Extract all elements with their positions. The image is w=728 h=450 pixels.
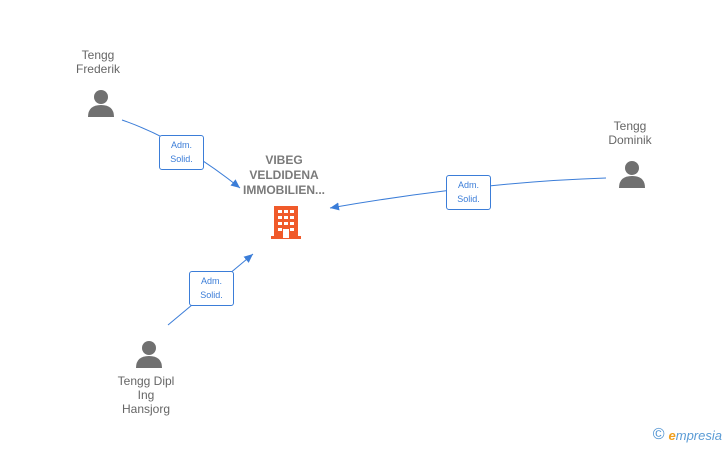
person-node-hansjorg[interactable]: Tengg Dipl Ing Hansjorg: [100, 374, 192, 416]
empresia-credit[interactable]: © empresia: [653, 426, 722, 444]
relation-label-dominik[interactable]: Adm. Solid.: [446, 175, 491, 210]
relation-label-hansjorg[interactable]: Adm. Solid.: [189, 271, 234, 306]
copyright-icon: ©: [652, 426, 665, 443]
person-name: Tengg Dipl Ing Hansjorg: [117, 374, 175, 416]
empresia-logo: empresia: [668, 427, 722, 443]
person-name: Tengg Dominik: [608, 119, 652, 147]
person-icon[interactable]: [134, 340, 164, 368]
building-icon[interactable]: [271, 205, 301, 239]
relation-label-frederik[interactable]: Adm. Solid.: [159, 135, 204, 170]
company-name[interactable]: VIBEG VELDIDENA IMMOBILIEN...: [243, 153, 325, 197]
person-node-frederik[interactable]: Tengg Frederik: [58, 48, 138, 76]
person-name: Tengg Frederik: [75, 48, 120, 76]
person-icon[interactable]: [86, 89, 116, 117]
person-icon[interactable]: [617, 160, 647, 188]
person-node-dominik[interactable]: Tengg Dominik: [590, 119, 670, 147]
